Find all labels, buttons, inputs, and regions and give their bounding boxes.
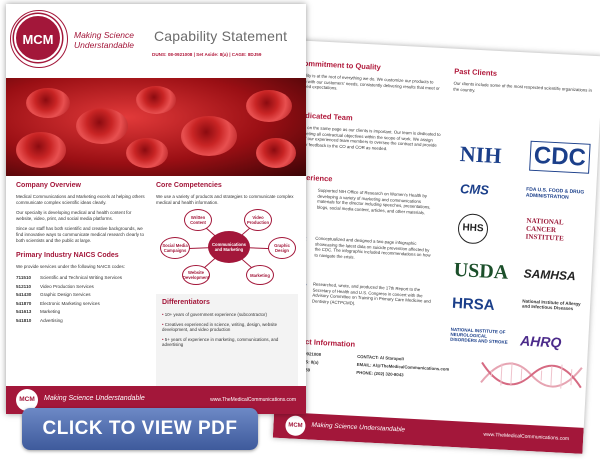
- logo-fda: FDA U.S. FOOD & DRUG ADMINISTRATION: [525, 186, 585, 201]
- logo-samhsa: SAMHSA: [523, 266, 577, 284]
- team-text: Being on the same page as our clients is…: [294, 124, 441, 151]
- footer-url[interactable]: www.TheMedicalCommunications.com: [210, 397, 296, 403]
- footer-tagline: Making Science Understandable: [311, 421, 406, 434]
- back-footer: MCM Making Science Understandable www.Th…: [272, 411, 584, 454]
- core-intro: We use a variety of products and strateg…: [156, 194, 294, 205]
- differentiators-list: 10+ years of government experience (subc…: [162, 312, 292, 352]
- clients-intro: Our clients include some of the most res…: [453, 80, 593, 93]
- list-item: 10+ years of government experience (subc…: [162, 312, 292, 318]
- experience-item: Conceptualized and designed a two-page i…: [314, 235, 431, 260]
- logo-ahrq: AHRQ: [519, 332, 562, 351]
- list-item: 5+ years of experience in marketing, com…: [162, 337, 292, 348]
- list-item: Creatives experienced in science, writin…: [162, 322, 292, 333]
- logo-niaid: National Institute of Allergy and Infect…: [521, 298, 581, 312]
- footer-tagline: Making Science Understandable: [44, 395, 145, 402]
- competency-diagram: Communications and Marketing Written Con…: [156, 207, 301, 287]
- overview-p3: Since our staff has both scientific and …: [16, 226, 145, 243]
- header: MCM Making Science Understandable Capabi…: [6, 4, 306, 90]
- client-logos: NIH CDC CMS FDA U.S. FOOD & DRUG ADMINIS…: [450, 140, 593, 351]
- bubble-social-media: Social Media Campaigns: [160, 237, 190, 259]
- bubble-marketing: Marketing: [246, 265, 274, 285]
- dna-helix-icon: [480, 361, 583, 389]
- mcm-logo: MCM: [14, 14, 62, 62]
- blood-cells-hero-image: [6, 78, 306, 176]
- logo-ninds: NATIONAL INSTITUTE OF NEUROLOGICAL DISOR…: [450, 326, 508, 345]
- logo-ring: [10, 10, 68, 68]
- bubble-written-content: Written Content: [184, 209, 212, 231]
- core-competencies-heading: Core Competencies: [156, 182, 222, 189]
- logo-cdc: CDC: [529, 140, 591, 174]
- logo-cms: CMS: [459, 181, 490, 198]
- front-page: MCM Making Science Understandable Capabi…: [6, 4, 306, 414]
- bubble-graphic-design: Graphic Design: [268, 237, 296, 259]
- logo-usda: USDA: [453, 258, 509, 284]
- header-tagline: Making Science Understandable: [74, 30, 135, 50]
- logo-nci: NATIONAL CANCER INSTITUTE: [525, 216, 564, 243]
- bubble-website-development: Website Development: [182, 265, 210, 285]
- view-pdf-button[interactable]: CLICK TO VIEW PDF: [22, 408, 258, 450]
- logo-nih: NIH: [459, 141, 503, 169]
- commitment-text: Quality is at the root of everything we …: [297, 72, 440, 91]
- footer-logo: MCM: [284, 415, 306, 437]
- experience-list: NIH Supported NIH Office of Research on …: [287, 40, 600, 305]
- identifiers: DUNS: 08-0921008 | Set Aside: 8(a) | CAG…: [152, 52, 262, 57]
- overview-p1: Medical Communications and Marketing exc…: [16, 194, 145, 205]
- logo-hhs: HHS: [457, 213, 489, 245]
- differentiators-box: Differentiators 10+ years of government …: [156, 294, 298, 386]
- logo-hrsa: HRSA: [451, 294, 495, 315]
- clients-heading: Past Clients: [453, 66, 498, 78]
- differentiators-heading: Differentiators: [162, 299, 210, 306]
- bubble-video-production: Video Production: [244, 209, 272, 231]
- experience-item: Supported NIH Office of Research on Wome…: [316, 187, 431, 216]
- naics-intro: We provide services under the following …: [16, 264, 125, 269]
- bubble-center: Communications and Marketing: [208, 231, 250, 263]
- back-page: Commitment to Quality Quality is at the …: [272, 40, 600, 454]
- footer-url[interactable]: www.TheMedicalCommunications.com: [483, 431, 570, 443]
- company-overview-heading: Company Overview: [16, 182, 81, 189]
- page-title: Capability Statement: [154, 28, 288, 44]
- commitment-heading: Commitment to Quality: [298, 58, 382, 72]
- experience-item: Researched, wrote, and produced the 17th…: [311, 281, 431, 306]
- naics-heading: Primary Industry NAICS Codes: [16, 252, 119, 259]
- footer-logo: MCM: [16, 389, 38, 411]
- overview-p2: Our specialty is developing medical and …: [16, 210, 132, 221]
